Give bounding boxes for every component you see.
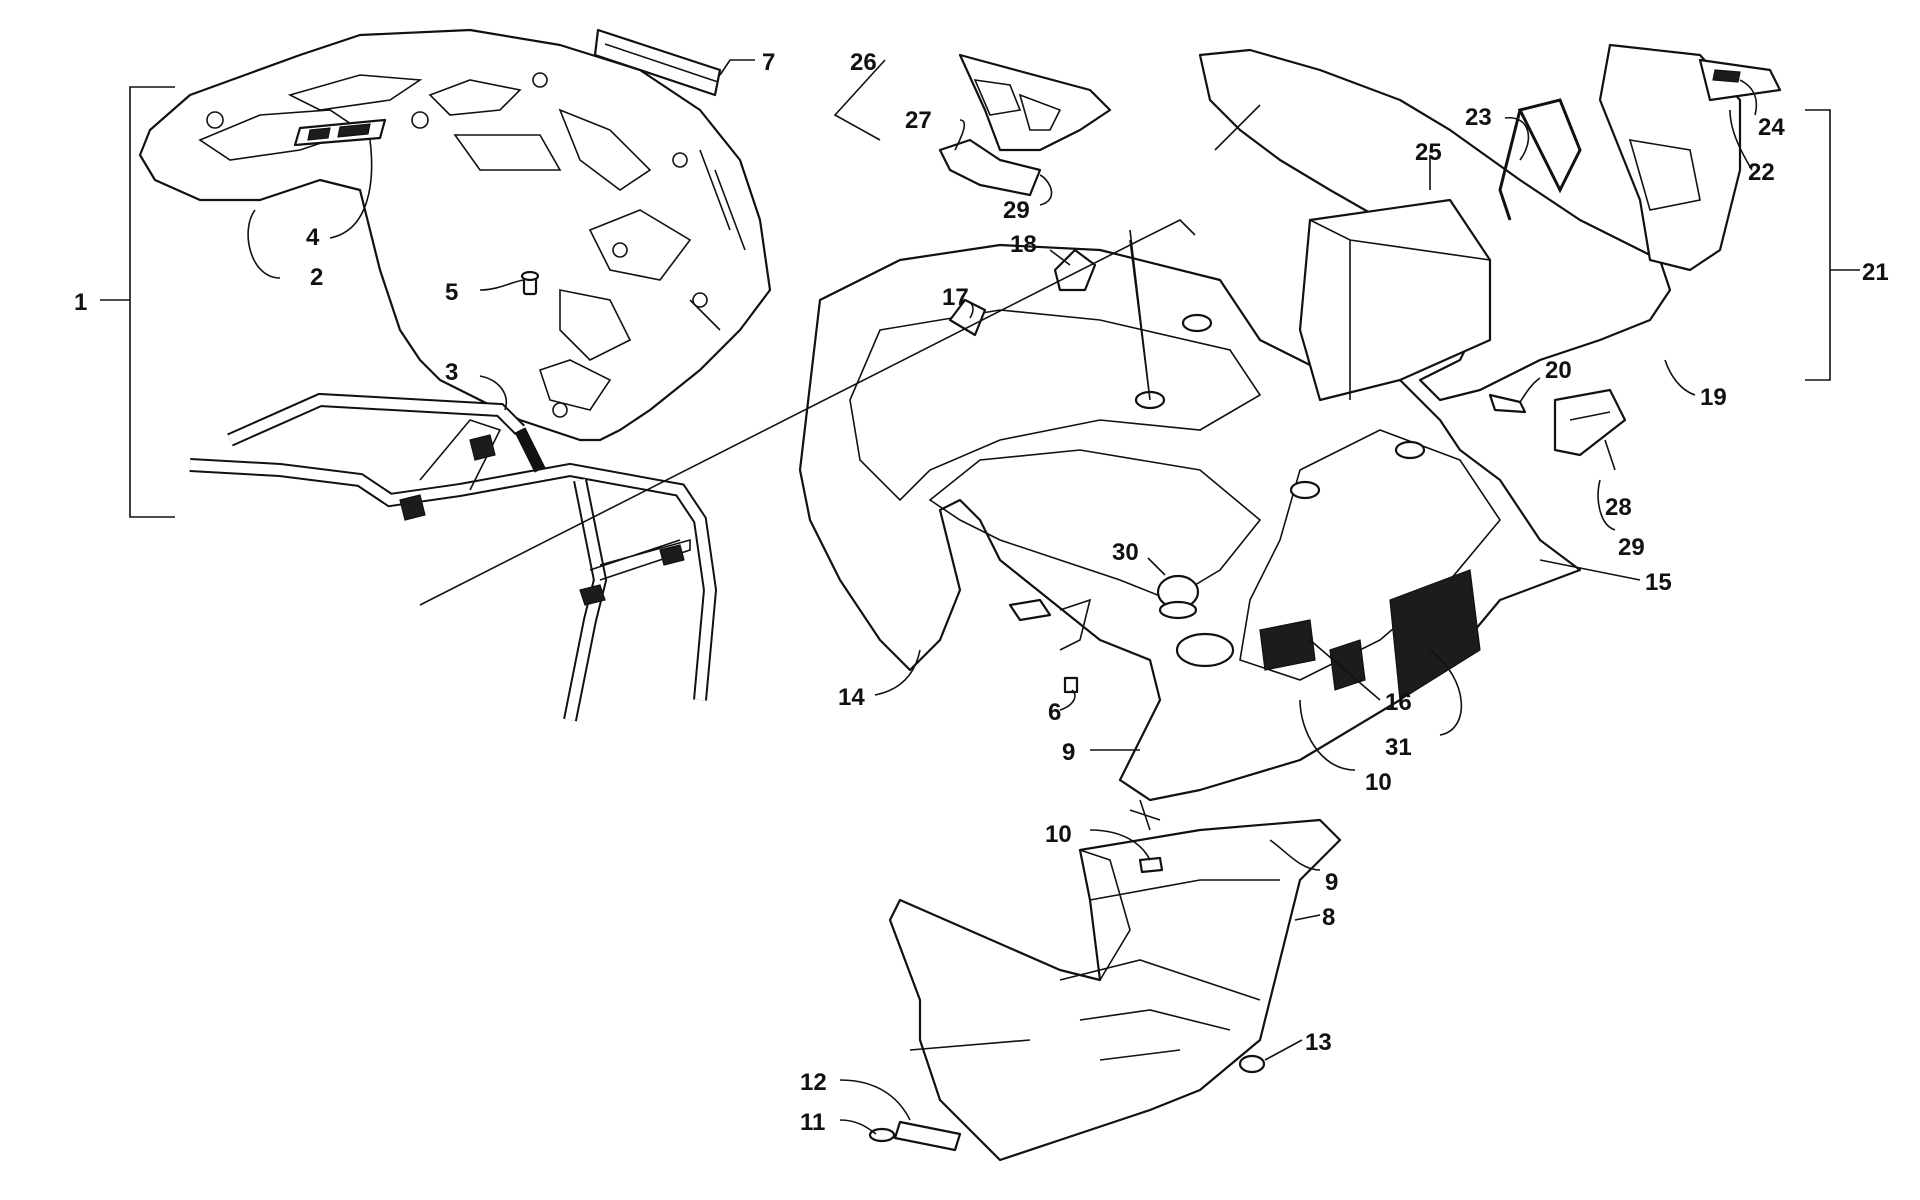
callout-23: 23 — [1465, 104, 1492, 131]
callout-9b: 9 — [1325, 869, 1338, 896]
callout-14: 14 — [838, 684, 865, 711]
rack-decal-part — [293, 118, 387, 147]
callout-5: 5 — [445, 279, 458, 306]
callout-12: 12 — [800, 1069, 827, 1096]
callout-2: 2 — [310, 264, 323, 291]
rear-rack-part — [138, 28, 772, 442]
storage-frame-part — [1498, 98, 1582, 221]
callout-8: 8 — [1322, 904, 1335, 931]
callout-25: 25 — [1415, 139, 1442, 166]
callout-11: 11 — [800, 1109, 825, 1136]
callout-1: 1 — [74, 289, 87, 316]
plate-part — [893, 1120, 962, 1152]
callout-9a: 9 — [1062, 739, 1075, 766]
callout-18: 18 — [1010, 231, 1037, 258]
fasteners-part — [868, 1054, 1266, 1143]
callout-28: 28 — [1605, 494, 1632, 521]
callout-7: 7 — [762, 49, 775, 76]
callout-31: 31 — [1385, 734, 1412, 761]
tail-light-part — [1553, 388, 1627, 457]
callout-27: 27 — [905, 107, 932, 134]
callout-16: 16 — [1385, 689, 1412, 716]
callout-30: 30 — [1112, 539, 1139, 566]
strip-decal-part — [593, 28, 722, 97]
callout-29b: 29 — [1618, 534, 1645, 561]
callout-22: 22 — [1748, 159, 1775, 186]
callout-6: 6 — [1048, 699, 1061, 726]
callout-10a: 10 — [1045, 821, 1072, 848]
callout-19: 19 — [1700, 384, 1727, 411]
callout-29a: 29 — [1003, 197, 1030, 224]
callout-15: 15 — [1645, 569, 1672, 596]
callout-10b: 10 — [1365, 769, 1392, 796]
callout-labels: 1 2 3 4 5 6 7 8 9 9 10 10 11 12 13 14 15… — [74, 49, 1889, 1136]
callout-26: 26 — [850, 49, 877, 76]
callout-13: 13 — [1305, 1029, 1332, 1056]
callout-20: 20 — [1545, 357, 1572, 384]
callout-24: 24 — [1758, 114, 1785, 141]
fender-decals-part — [948, 248, 1097, 337]
footwell-panel-part — [888, 818, 1342, 1162]
rack-support-frame-part — [189, 392, 718, 722]
fuel-fitting-part — [1008, 574, 1235, 694]
rack-bolt-part — [520, 270, 540, 296]
callout-17: 17 — [942, 284, 969, 311]
bracket-part — [938, 53, 1112, 197]
leader-lines — [100, 59, 1860, 1135]
storage-body-part — [1198, 48, 1672, 402]
callout-4: 4 — [306, 224, 320, 251]
callout-21: 21 — [1862, 259, 1889, 286]
callout-3: 3 — [445, 359, 458, 386]
bolt-20-part — [1488, 393, 1527, 414]
